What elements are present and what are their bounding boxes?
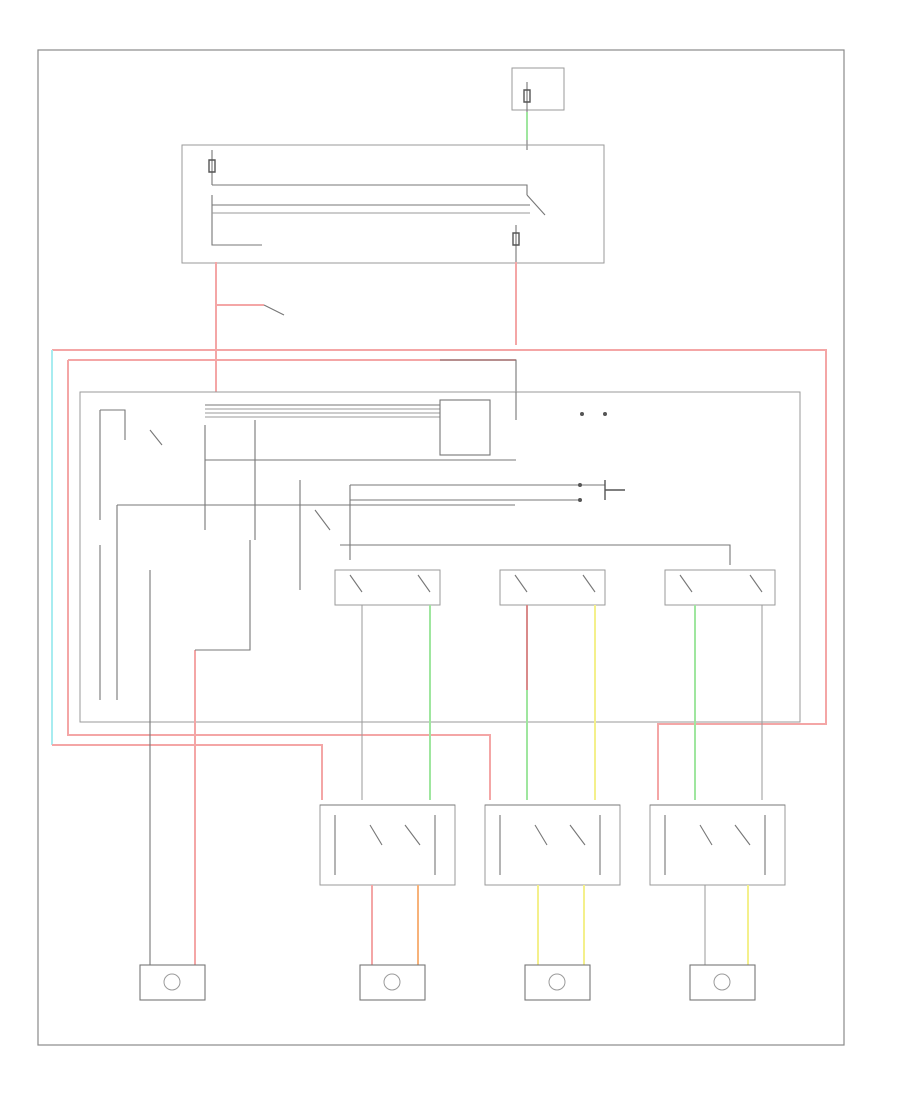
passenger-window-motor: [359, 964, 426, 1001]
driver-window-motor: [139, 964, 206, 1001]
master-switch-block: [79, 391, 801, 723]
hot-at-all-times-fuse: [511, 67, 565, 112]
left-rear-window-switch: [499, 569, 606, 606]
power-distribution-box: [181, 144, 605, 264]
left-rear-window-motor: [524, 964, 591, 1001]
right-rear-window-motor: [689, 964, 756, 1001]
right-rear-window-motor-switch: [649, 804, 786, 886]
diagram-frame: [37, 49, 845, 1046]
wire-pink-main-bus: [52, 349, 827, 800]
passenger-window-motor-switch: [319, 804, 456, 886]
left-rear-window-motor-switch: [484, 804, 621, 886]
right-rear-window-switch: [664, 569, 776, 606]
wire-pink-lower-bus: [52, 744, 323, 800]
passenger-window-switch: [334, 569, 441, 606]
